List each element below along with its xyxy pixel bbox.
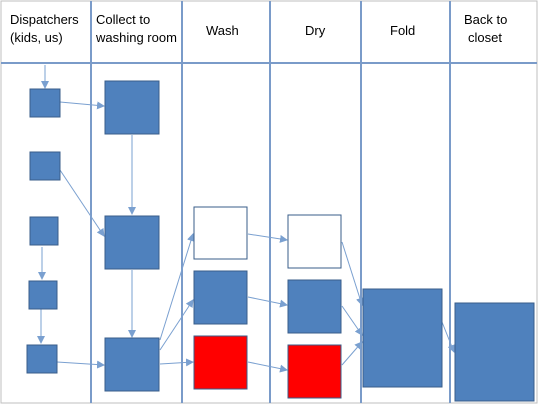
dispatcher-box-3 bbox=[29, 216, 59, 246]
collect-box-3 bbox=[104, 337, 160, 392]
lane-header-wash: Wash bbox=[206, 23, 239, 38]
lane-header-collect-line1: Collect to bbox=[96, 12, 150, 27]
arrow-dry-white-to-fold bbox=[341, 241, 364, 306]
arrow-collect-3-to-wash-red bbox=[159, 358, 194, 367]
lane-header-dispatchers-line1: Dispatchers bbox=[10, 12, 79, 27]
arrow-dispatch-5-to-collect-3 bbox=[56, 360, 105, 369]
dispatcher-box-2 bbox=[29, 151, 61, 181]
arrow-fold-to-closet bbox=[441, 321, 456, 353]
arrow-collect-3-to-wash-white bbox=[159, 233, 195, 341]
arrow-dry-red-to-fold bbox=[341, 341, 363, 366]
connectors bbox=[37, 65, 456, 373]
arrow-wash-blue-to-dry-blue bbox=[247, 296, 288, 308]
arrow-wash-white-to-dry-white bbox=[247, 233, 288, 243]
dispatcher-box-1 bbox=[29, 88, 61, 118]
lane-header-closet-line2: closet bbox=[468, 30, 502, 45]
fold-box bbox=[362, 288, 443, 388]
lane-header-collect-line2: washing room bbox=[95, 30, 177, 45]
collect-box-2 bbox=[104, 215, 160, 270]
wash-box-white bbox=[193, 206, 248, 260]
collect-box-1 bbox=[104, 80, 160, 135]
dispatcher-box-5 bbox=[26, 344, 58, 374]
dry-box-blue bbox=[287, 279, 342, 334]
arrow-dispatch-1-to-collect-1 bbox=[59, 101, 105, 110]
wash-box-blue bbox=[193, 270, 248, 325]
wash-box-red bbox=[193, 335, 248, 390]
arrow-collect-3-to-wash-blue bbox=[159, 299, 194, 351]
lane-header-dry: Dry bbox=[305, 23, 326, 38]
arrow-dispatch-2-to-collect-2 bbox=[59, 169, 105, 237]
lane-header-fold: Fold bbox=[390, 23, 415, 38]
dry-box-red bbox=[287, 344, 342, 399]
dispatcher-box-4 bbox=[28, 280, 58, 310]
dry-box-white bbox=[287, 214, 342, 269]
lane-header-closet-line1: Back to bbox=[464, 12, 507, 27]
arrow-wash-red-to-dry-red bbox=[247, 361, 288, 373]
arrow-dry-blue-to-fold bbox=[341, 305, 363, 336]
closet-box bbox=[454, 302, 535, 402]
lane-header-dispatchers-line2: (kids, us) bbox=[10, 30, 63, 45]
